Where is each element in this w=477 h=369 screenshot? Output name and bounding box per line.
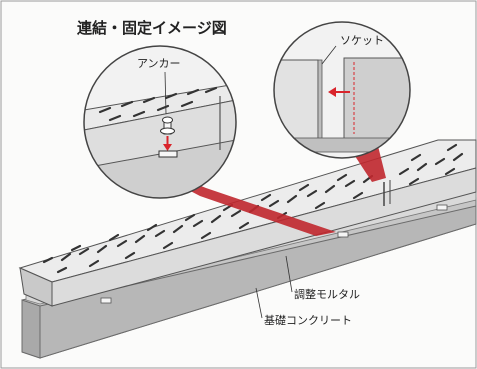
anchor-label: アンカー: [137, 57, 181, 70]
mortar-label: 調整モルタル: [294, 287, 360, 301]
anchor-plate: [100, 297, 112, 304]
mortar-leader-line: [285, 255, 293, 293]
callout-pointer-anchor: [112, 150, 336, 236]
diagram-title: 連結・固定イメージ図: [77, 19, 227, 37]
concrete-leader-line: [255, 287, 263, 319]
left-arrow-icon: [328, 87, 336, 97]
anchor-plate: [337, 231, 349, 238]
concrete-label: 基礎コンクリート: [264, 314, 352, 327]
anchor-detail-circle: [83, 45, 237, 199]
socket-leader-line: [321, 45, 337, 65]
anchor-plate: [436, 204, 448, 211]
socket-label: ソケット: [340, 34, 384, 47]
anchor-leader-line: [164, 71, 167, 115]
anchor-base-plate: [158, 150, 178, 158]
down-arrow-icon: [163, 144, 172, 151]
